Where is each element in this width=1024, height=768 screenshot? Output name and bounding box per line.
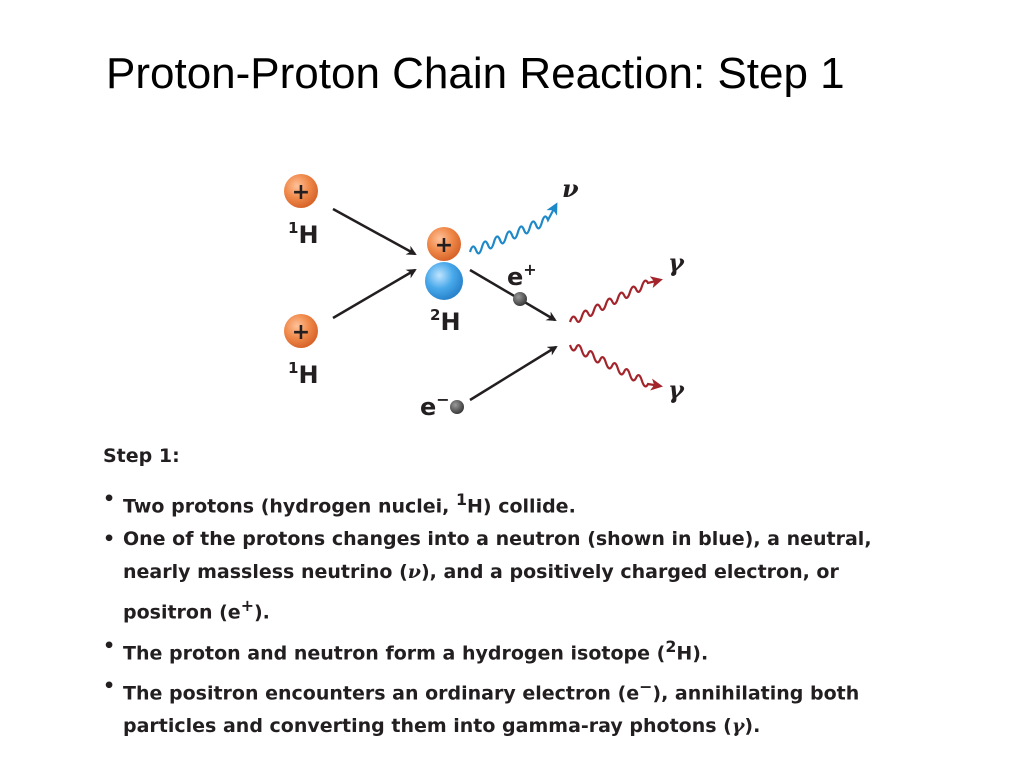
electron-particle (450, 400, 464, 414)
deuterium-nucleus: + (425, 227, 463, 300)
proton-top: + (284, 174, 318, 208)
gamma-wave-bottom (568, 344, 663, 391)
gamma-label-top: γ (668, 248, 685, 277)
neutrino-label: ν (562, 174, 579, 203)
step-description: Step 1: Two protons (hydrogen nuclei, 1H… (103, 440, 903, 743)
deuterium-neutron (425, 262, 463, 300)
arrow-positron (469, 268, 557, 322)
slide-title: Proton-Proton Chain Reaction: Step 1 (106, 49, 845, 98)
arrow-bottom-proton (332, 268, 417, 320)
bullet-3: The proton and neutron form a hydrogen i… (103, 630, 903, 670)
gamma-label-bottom: γ (668, 375, 685, 404)
bullet-2: One of the protons changes into a neutro… (103, 523, 903, 629)
deuterium-proton (427, 227, 461, 261)
h1-label-top: 1H (288, 219, 319, 249)
deuterium-plus-symbol: + (435, 233, 453, 258)
h2-label: 2H (430, 306, 461, 336)
neutrino-wave (468, 202, 558, 255)
bullet-list: Two protons (hydrogen nuclei, 1H) collid… (103, 483, 903, 743)
bullet-1: Two protons (hydrogen nuclei, 1H) collid… (103, 483, 903, 523)
arrow-top-proton (332, 207, 417, 256)
pp-chain-diagram: + 1H + 1H + 2H ν e+ e− γ γ (284, 174, 685, 421)
positron-label: e+ (507, 260, 537, 291)
proton-bottom: + (284, 314, 318, 348)
proton-bottom-plus-symbol: + (292, 320, 310, 345)
step-heading: Step 1: (103, 445, 180, 467)
positron-particle (513, 292, 527, 306)
bullet-4: The positron encounters an ordinary elec… (103, 670, 903, 743)
gamma-wave-top (568, 276, 663, 323)
arrow-electron (469, 345, 558, 402)
electron-label: e− (420, 390, 450, 421)
proton-top-plus-symbol: + (292, 180, 310, 205)
h1-label-bottom: 1H (288, 359, 319, 389)
